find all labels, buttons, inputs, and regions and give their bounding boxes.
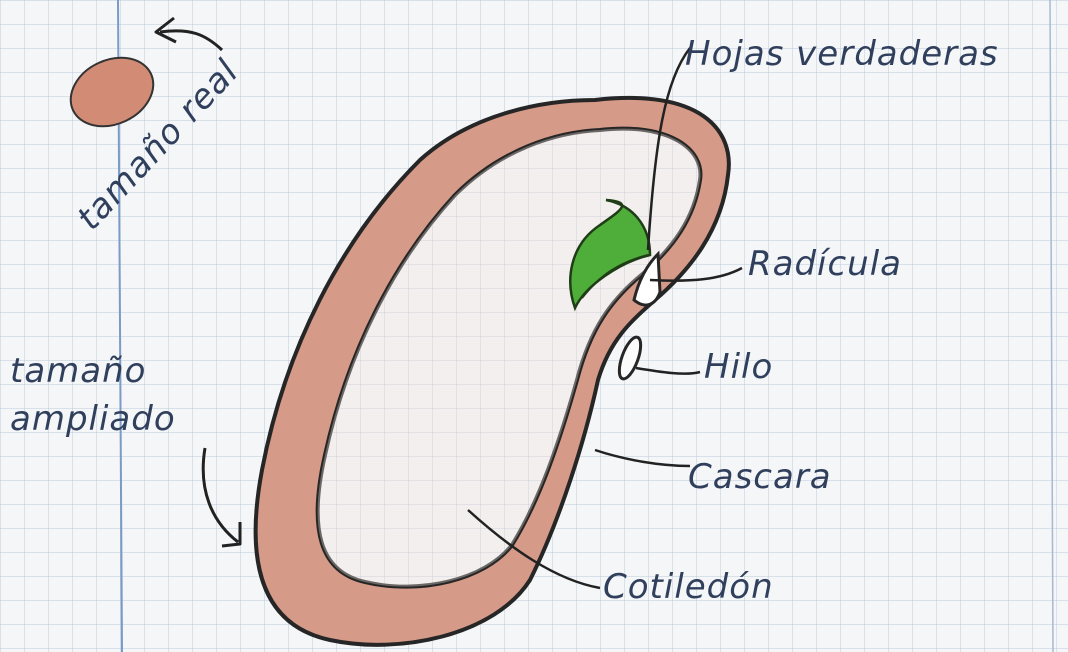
label-enlarged-size-line1: tamaño [10, 351, 146, 391]
label-enlarged-size-line2: ampliado [10, 399, 176, 439]
label-true-leaves: Hojas verdaderas [685, 34, 999, 74]
label-hilum: Hilo [704, 347, 773, 387]
label-radicle: Radícula [748, 244, 902, 284]
label-shell: Cascara [688, 457, 832, 497]
label-cotyledon: Cotiledón [603, 567, 774, 607]
